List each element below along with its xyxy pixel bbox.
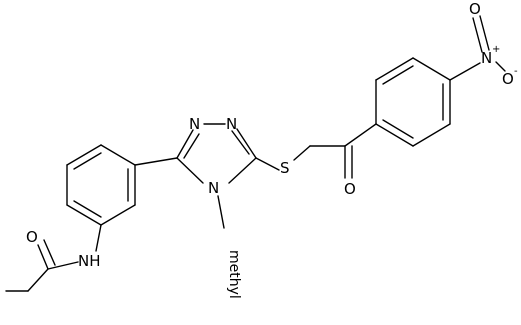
bond bbox=[73, 200, 102, 218]
bond bbox=[100, 204, 136, 226]
bond bbox=[43, 239, 56, 266]
bond bbox=[37, 244, 49, 270]
bond bbox=[228, 157, 257, 184]
atom-amide-o: O bbox=[26, 228, 38, 246]
charge-nitro-n: + bbox=[492, 44, 500, 55]
bond bbox=[375, 123, 414, 147]
bond bbox=[73, 152, 102, 170]
bond bbox=[449, 62, 481, 81]
atom-sulfur: S bbox=[280, 159, 290, 177]
bond bbox=[95, 224, 102, 252]
atom-methyl: methyl bbox=[226, 250, 242, 299]
bond bbox=[375, 57, 414, 81]
atom-triazole-n2: N bbox=[189, 115, 200, 133]
atom-nitro-o-top: O bbox=[469, 0, 481, 18]
bonds bbox=[5, 15, 506, 292]
bond bbox=[344, 123, 377, 147]
atom-amide-nh: NH bbox=[78, 252, 101, 270]
bond bbox=[100, 144, 136, 166]
charge-nitro-o-right: - bbox=[514, 66, 518, 77]
bond bbox=[66, 144, 102, 166]
bond bbox=[382, 119, 414, 139]
bond bbox=[412, 57, 451, 81]
atoms: N + O O - O S N N N methyl NH O bbox=[26, 0, 518, 299]
bond bbox=[134, 157, 178, 166]
bond bbox=[293, 145, 311, 161]
bond bbox=[231, 130, 250, 155]
bond bbox=[27, 268, 49, 292]
bond bbox=[176, 157, 204, 184]
bond bbox=[47, 261, 79, 270]
bond bbox=[66, 204, 102, 226]
bond bbox=[412, 123, 451, 147]
bond bbox=[382, 65, 414, 85]
bond bbox=[255, 157, 280, 171]
bond bbox=[217, 195, 225, 229]
bond bbox=[495, 61, 506, 72]
atom-triazole-n1: N bbox=[226, 115, 237, 133]
atom-triazole-n4: N bbox=[208, 179, 219, 197]
atom-nitro-o-right: O bbox=[502, 70, 514, 88]
bond bbox=[236, 128, 257, 159]
bond bbox=[472, 17, 483, 53]
bond bbox=[479, 15, 490, 51]
bond bbox=[176, 129, 194, 159]
bond bbox=[183, 133, 200, 159]
atom-nitro-n: N bbox=[481, 49, 492, 67]
atom-ketone-o: O bbox=[344, 180, 356, 198]
